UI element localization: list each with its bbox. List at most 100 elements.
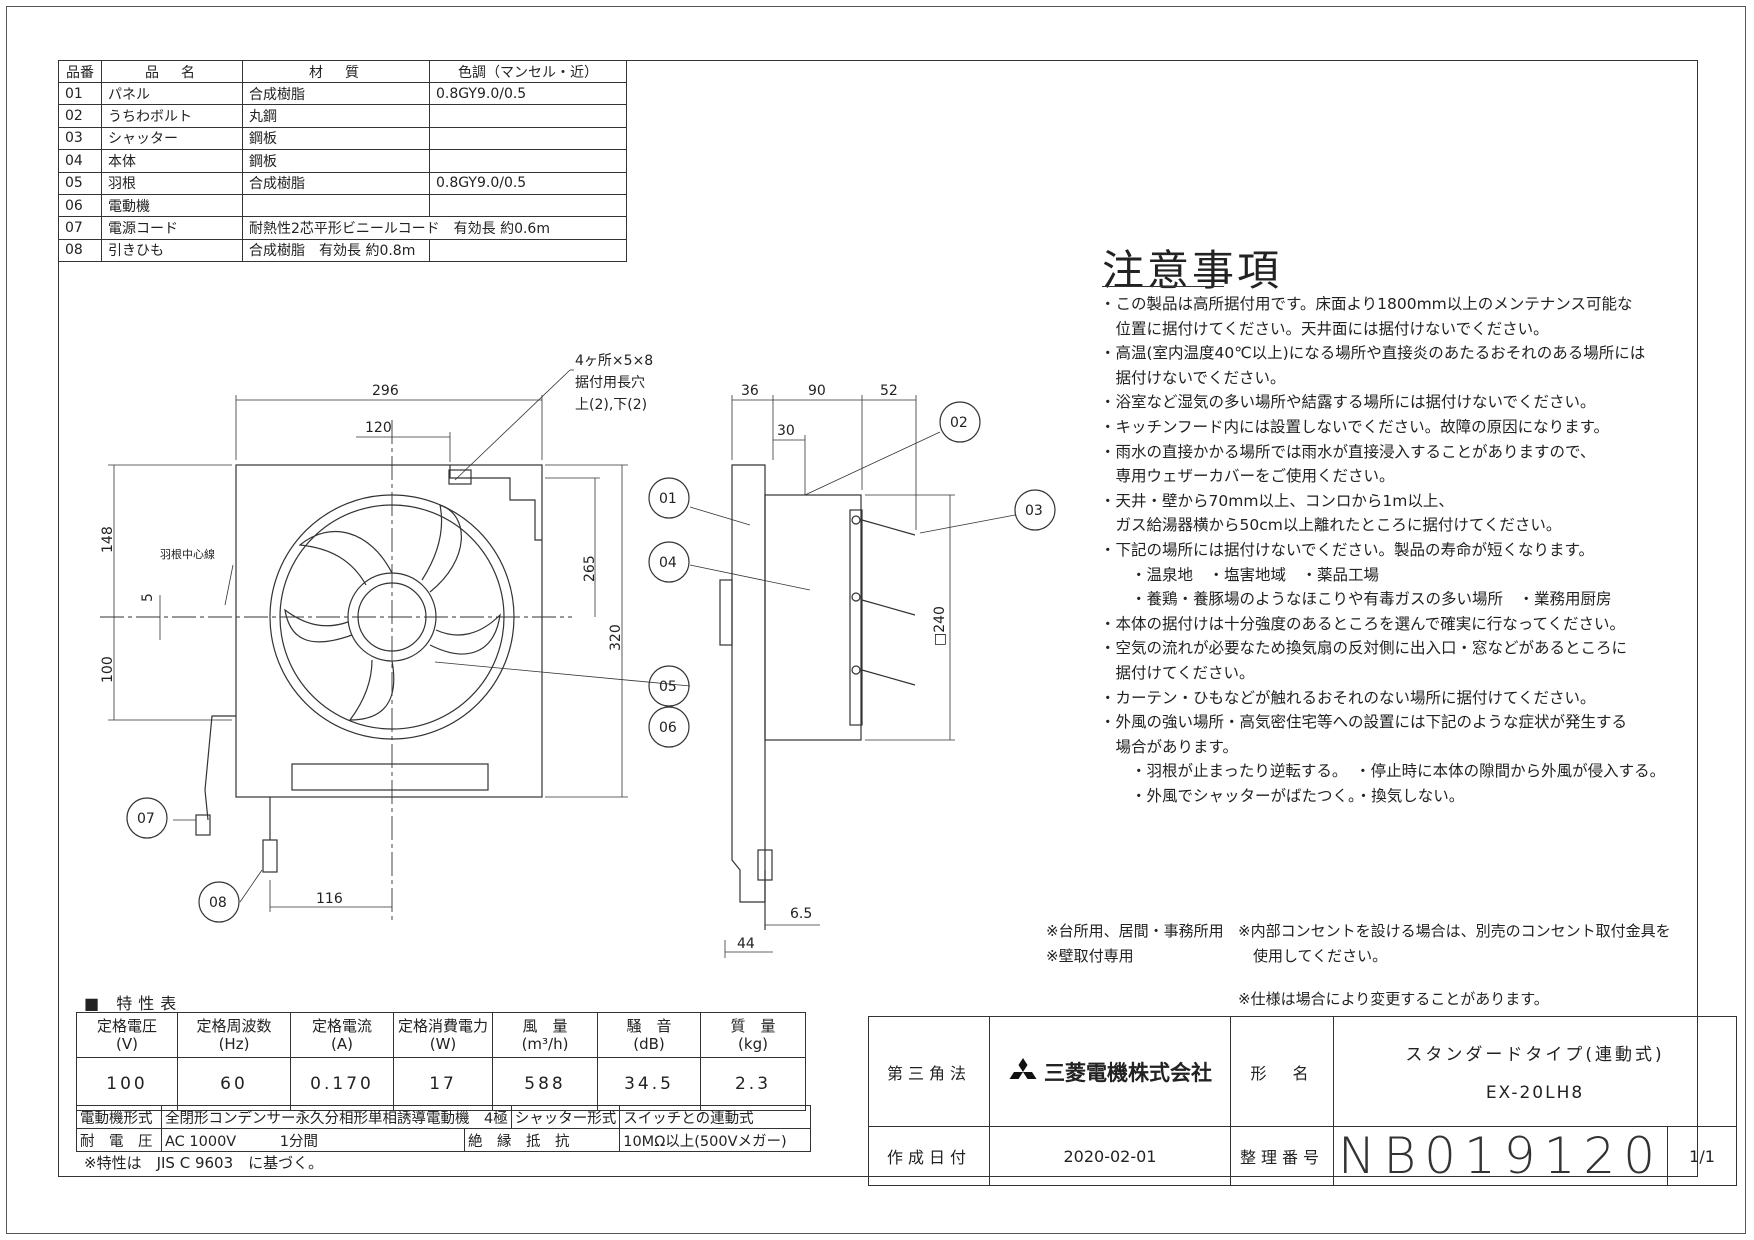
spec-title: ■ 特性表: [84, 994, 183, 1013]
spec-table: 定格電圧(V) 定格周波数(Hz) 定格電流(A) 定格消費電力(W) 風 量(…: [76, 1012, 807, 1111]
use-note-2: ※壁取付専用: [1046, 947, 1134, 965]
panel-profile: [731, 464, 766, 903]
callout-07: [126, 797, 168, 839]
sheet-number: 1/1: [1667, 1126, 1738, 1186]
callout-08: [198, 881, 240, 923]
outlet-note-1: ※内部コンセントを設ける場合は、別売のコンセント取付金具を: [1238, 922, 1671, 940]
blade-center-label: 羽根中心線: [160, 547, 215, 561]
mount-bolt: [448, 469, 472, 485]
note-line: 場合があります。: [1100, 737, 1238, 756]
spec-detail-row: 電動機形式 全閉形コンデンサー永久分相形単相誘導電動機 4極 シャッター形式 ス…: [76, 1105, 812, 1129]
shutter-type-value: スイッチとの連動式: [619, 1105, 812, 1129]
callout-08-label: 08: [209, 895, 227, 911]
callout-07-label: 07: [137, 811, 155, 827]
dim-100: 100: [100, 656, 116, 683]
note-line: ・雨水の直接かかる場所では雨水が直接浸入することがありますので、: [1100, 442, 1596, 461]
callout-leaders: [173, 506, 811, 903]
header-no: 品番: [58, 60, 102, 83]
callout-06-label: 06: [659, 720, 677, 736]
spec-header: 定格電流(A): [290, 1012, 394, 1058]
spec-voltage: 100: [76, 1057, 178, 1111]
note-line: ・羽根が止まったり逆転する。 ・停止時に本体の隙間から外風が侵入する。: [1100, 762, 1666, 781]
note-line: ・浴室など湿気の多い場所や結露する場所には据付けないでください。: [1100, 393, 1596, 412]
spec-current: 0.170: [290, 1057, 394, 1111]
spec-header: 定格電圧(V): [76, 1012, 178, 1058]
callout-03: [1014, 489, 1056, 531]
callout-06: [648, 706, 690, 748]
dim-265: 265: [582, 555, 598, 582]
dim-320: 320: [608, 624, 624, 651]
pull-cord-housing: [291, 763, 489, 791]
fan-blades: [284, 504, 501, 721]
slot-note-2: 据付用長穴: [575, 375, 645, 391]
spec-header: 風 量(m³/h): [492, 1012, 599, 1058]
note-line: 据付けないでください。: [1100, 368, 1286, 387]
spec-mass: 2.3: [700, 1057, 807, 1111]
note-line: ・養鶏・養豚場のようなほこりや有毒ガスの多い場所 ・業務用厨房: [1100, 590, 1612, 609]
front-panel-outline: [235, 464, 543, 798]
callout-02-label: 02: [950, 415, 968, 431]
spec-value-row: 100 60 0.170 17 588 34.5 2.3: [76, 1057, 807, 1111]
note-line: 位置に据付けてください。天井面には据付けないでください。: [1100, 319, 1549, 338]
shutter-type-label: シャッター形式: [510, 1105, 621, 1129]
power-cord: [204, 715, 236, 821]
note-line: ・キッチンフード内には設置しないでください。故障の原因になります。: [1100, 417, 1610, 436]
title-block-row: 第三角法 三菱電機株式会社 形 名 スタンダードタイプ(連動式) EX-20LH…: [868, 1016, 1738, 1127]
callout-01: [648, 477, 690, 519]
note-line: ・空気の流れが必要なため換気扇の反対側に出入口・窓などがあるところに: [1100, 639, 1628, 658]
part-material: 丸鋼: [242, 104, 430, 128]
callout-04: [648, 541, 690, 583]
dim-44: 44: [737, 936, 755, 952]
spec-frequency: 60: [177, 1057, 291, 1111]
spec-change-note: ※仕様は場合により変更することがあります。: [1238, 990, 1549, 1008]
part-no: 06: [58, 193, 102, 218]
spec-header: 騒 音(dB): [597, 1012, 702, 1058]
callout-04-label: 04: [659, 555, 677, 571]
spec-header: 定格周波数(Hz): [177, 1012, 291, 1058]
notes-title-underline: [1102, 286, 1224, 287]
insulation-label: 絶 縁 抵 抗: [463, 1128, 621, 1152]
part-material: 合成樹脂 有効長 約0.8m: [242, 238, 430, 263]
part-color: 0.8GY9.0/0.5: [429, 81, 627, 106]
spec-noise: 34.5: [597, 1057, 702, 1111]
dim-148: 148: [100, 526, 116, 553]
use-note-1: ※台所用、居間・事務所用: [1046, 922, 1224, 940]
dim-52: 52: [880, 383, 898, 399]
date-label: 作成日付: [868, 1126, 990, 1186]
outlet-note-2: 使用してください。: [1238, 947, 1388, 965]
side-view: [719, 464, 916, 930]
note-line: ・本体の据付けは十分強度のあるところを選んで確実に行なってください。: [1100, 614, 1625, 633]
dim-116: 116: [316, 891, 343, 907]
sheet-outer-border: [6, 6, 1746, 1234]
panel-lip: [719, 579, 733, 646]
mitsubishi-logo-icon: [1009, 1057, 1037, 1079]
shutter-blades: [861, 519, 916, 686]
slot-note-3: 上(2),下(2): [575, 397, 647, 413]
motor-type-label: 電動機形式: [76, 1105, 162, 1129]
dim-36: 36: [741, 383, 759, 399]
notes-title: 注意事項: [1102, 246, 1283, 295]
spec-airflow: 588: [492, 1057, 599, 1111]
note-line: ・高温(室内温度40℃以上)になる場所や直接炎のあたるおそれのある場所には: [1100, 344, 1646, 363]
part-name: 電源コード: [101, 216, 243, 240]
callout-02: [939, 401, 981, 443]
model-number: EX-20LH8: [1485, 1083, 1585, 1103]
company-cell: 三菱電機株式会社: [989, 1016, 1231, 1127]
callout-03-label: 03: [1025, 503, 1043, 519]
part-name: うちわボルト: [101, 104, 243, 128]
note-line: ・天井・壁から70mm以上、コンロから1m以上、: [1100, 491, 1454, 510]
note-line: ・この製品は高所据付用です。床面より1800mm以上のメンテナンス可能な: [1100, 295, 1633, 313]
spec-detail-table: 電動機形式 全閉形コンデンサー永久分相形単相誘導電動機 4極 シャッター形式 ス…: [76, 1105, 812, 1152]
dim-30: 30: [777, 423, 795, 439]
note-line: ・カーテン・ひもなどが触れるおそれのない場所に据付けてください。: [1100, 688, 1596, 707]
mount-bracket: [449, 465, 542, 541]
title-block: 第三角法 三菱電機株式会社 形 名 スタンダードタイプ(連動式) EX-20LH…: [868, 1016, 1738, 1186]
front-view: [195, 464, 543, 873]
front-dimensions: [108, 369, 628, 912]
dim-5: 5: [140, 593, 156, 602]
shutter-rail: [849, 509, 863, 726]
